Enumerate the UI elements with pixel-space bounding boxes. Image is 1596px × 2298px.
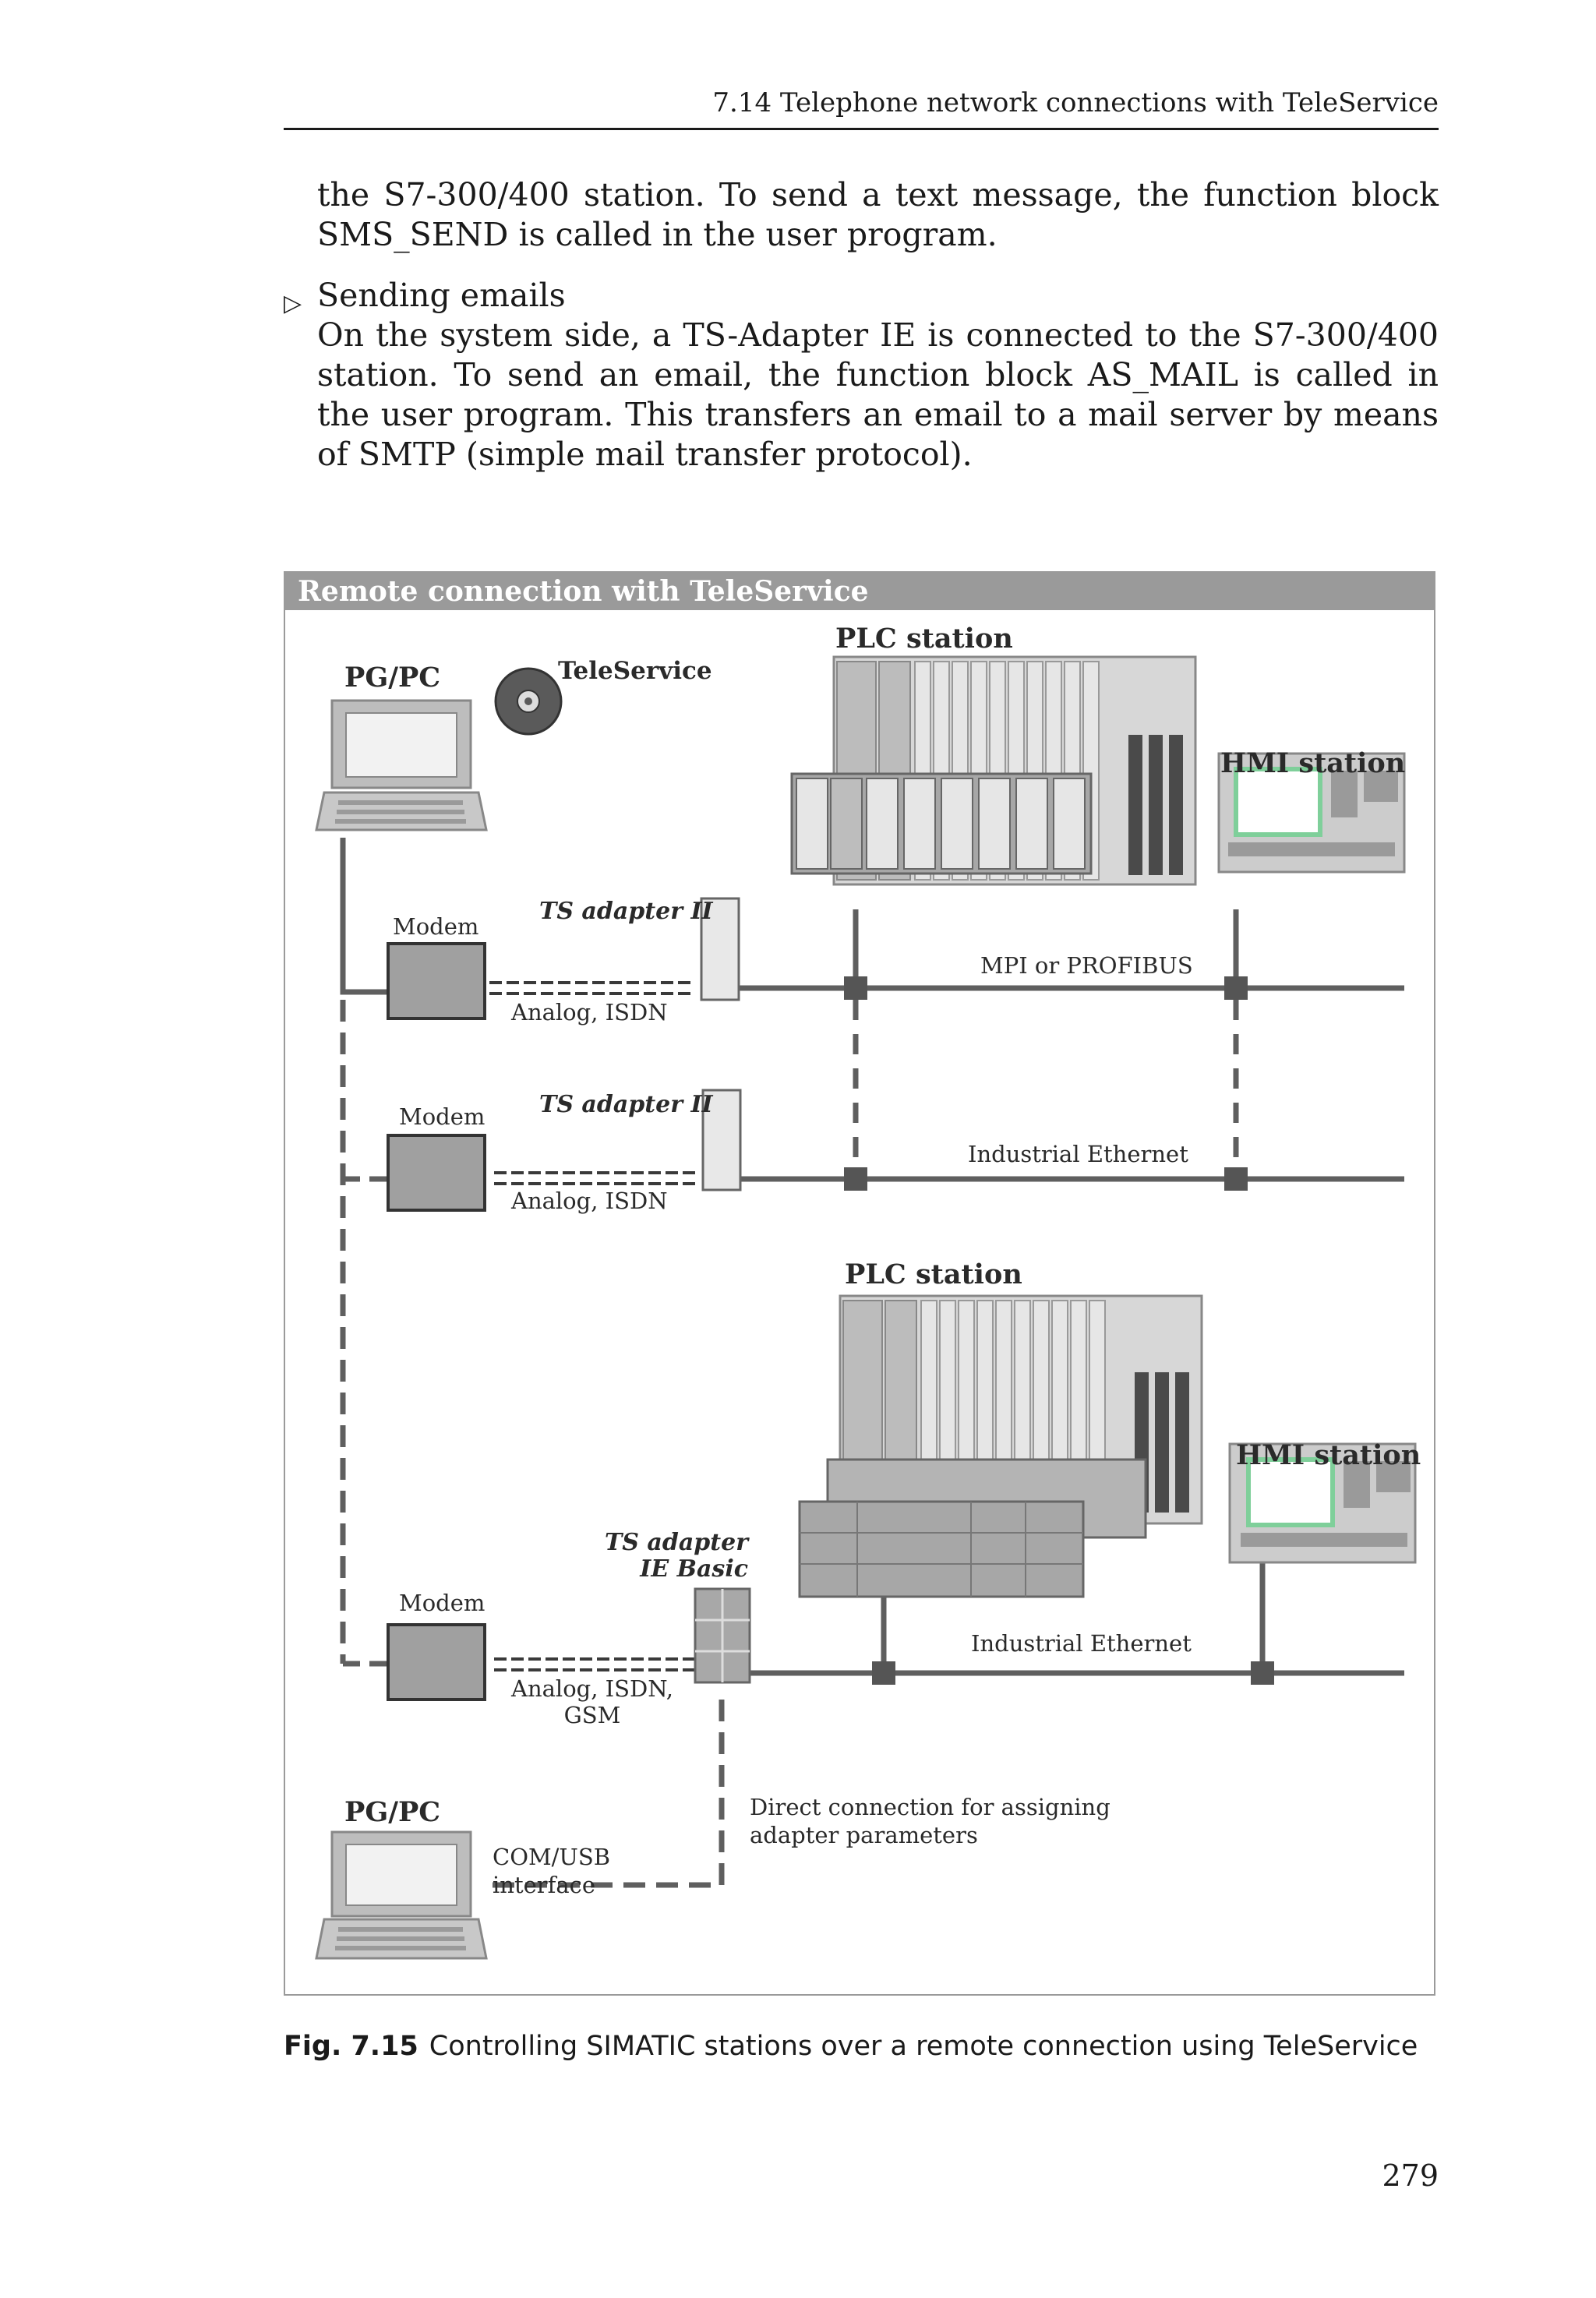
label-analog-isdn-gsm-line1: Analog, ISDN, xyxy=(510,1675,673,1702)
paragraph-continued: the S7-300/400 station. To send a text m… xyxy=(317,176,1439,253)
caption-text: Controlling SIMATIC stations over a remo… xyxy=(429,2031,1418,2062)
teleservice-cd-icon xyxy=(494,667,563,736)
running-header: 7.14 Telephone network connections with … xyxy=(284,87,1439,130)
label-pgpc-top: PG/PC xyxy=(344,662,440,694)
pgpc-laptop-bottom-icon xyxy=(315,1830,488,1960)
ts-adapter-ie-basic-icon xyxy=(694,1587,751,1684)
label-modem-3: Modem xyxy=(399,1590,485,1616)
label-ts-adapter-1: TS adapter II xyxy=(539,898,713,925)
bullet-triangle-icon: ▷ xyxy=(284,290,302,317)
label-industrial-ethernet-2: Industrial Ethernet xyxy=(971,1630,1192,1657)
ts-adapter-2-second-icon xyxy=(701,1089,742,1191)
hmi-station-bottom-icon xyxy=(1228,1442,1417,1564)
label-com-usb-line1: COM/USB xyxy=(493,1844,610,1870)
modem-3-icon xyxy=(387,1623,486,1701)
caption-number: Fig. 7.15 xyxy=(284,2031,418,2062)
line-pgpc-modem1 xyxy=(340,838,388,995)
label-direct-connection-line1: Direct connection for assigning xyxy=(750,1794,1110,1820)
page-number: 279 xyxy=(1382,2159,1439,2193)
label-hmi-station-top: HMI station xyxy=(1220,747,1405,779)
line-direct-connection xyxy=(486,1700,725,1888)
plc-station-top-icon xyxy=(790,655,1197,886)
label-hmi-station-bottom: HMI station xyxy=(1236,1439,1421,1471)
label-modem-1: Modem xyxy=(393,913,478,940)
figure-remote-connection: Remote connection with TeleService xyxy=(284,571,1435,1996)
label-mpi-profibus: MPI or PROFIBUS xyxy=(980,952,1193,979)
label-analog-isdn-1: Analog, ISDN xyxy=(510,999,668,1025)
label-plc-station-bottom: PLC station xyxy=(845,1258,1022,1290)
label-ts-adapter-ie-line2: IE Basic xyxy=(639,1555,748,1583)
label-ts-adapter-ie-line1: TS adapter xyxy=(605,1529,750,1556)
modem-2-icon xyxy=(387,1134,486,1212)
network-diagram: PG/PC TeleService PLC station HMI statio… xyxy=(315,623,1421,1960)
bullet-title: Sending emails xyxy=(317,277,566,314)
label-analog-isdn-2: Analog, ISDN xyxy=(510,1188,668,1214)
label-pgpc-bottom: PG/PC xyxy=(344,1796,440,1828)
modem-1-icon xyxy=(387,942,486,1020)
label-industrial-ethernet-1: Industrial Ethernet xyxy=(968,1141,1188,1167)
label-modem-2: Modem xyxy=(399,1103,485,1130)
pgpc-laptop-top-icon xyxy=(315,699,488,831)
figure-title: Remote connection with TeleService xyxy=(285,573,1434,610)
label-teleservice: TeleService xyxy=(558,657,712,685)
figure-caption: Fig. 7.15 Controlling SIMATIC stations ov… xyxy=(284,2031,1418,2062)
ts-adapter-2-first-icon xyxy=(700,897,740,1001)
bullet-text: On the system side, a TS-Adapter IE is c… xyxy=(317,316,1439,473)
label-com-usb-line2: interface xyxy=(493,1872,595,1898)
label-plc-station-top: PLC station xyxy=(835,623,1013,655)
plc-station-bottom-icon xyxy=(798,1294,1203,1598)
label-direct-connection-line2: adapter parameters xyxy=(750,1822,978,1848)
label-ts-adapter-2: TS adapter II xyxy=(539,1091,713,1118)
label-analog-isdn-gsm-line2: GSM xyxy=(564,1702,621,1728)
hmi-station-top-icon xyxy=(1217,752,1406,874)
